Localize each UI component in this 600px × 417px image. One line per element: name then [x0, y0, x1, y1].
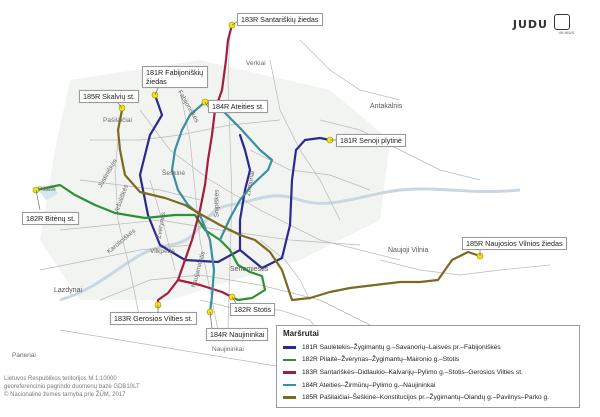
route-181R-line [138, 93, 332, 270]
label-184R-naujininkai: 184R Naujininkai [206, 328, 269, 341]
legend-item-185R: 185R Pašilaičiai–Šeškinė–Konstitucijos p… [283, 391, 573, 404]
label-182R-bitenu: 182R Bitėnų st. [22, 212, 80, 225]
legend-item-181R: 181R Saulėtekis–Žygimantų g.–Savanorių–L… [283, 341, 573, 354]
place-snipiskes: Šnipiškės [213, 189, 221, 218]
place-pilaite: Pilaitė [38, 186, 56, 193]
legend-swatch-185R [283, 396, 296, 399]
legend-item-184R: 184R Ateities–Žirmūnų–Pylimo g.–Naujinin… [283, 379, 573, 392]
label-184R-ateities: 184R Ateities st. [208, 100, 268, 113]
place-lazdynai: Lazdynai [54, 287, 83, 294]
route-185R-line [116, 108, 482, 302]
river-neris [59, 187, 521, 302]
legend-text-184R: 184R Ateities–Žirmūnų–Pylimo g.–Naujinin… [302, 381, 436, 389]
place-pasilaiciai: Pašilaičiai [103, 117, 132, 124]
legend-text-181R: 181R Saulėtekis–Žygimantų g.–Savanorių–L… [302, 343, 501, 351]
place-naujoji-vilnia: Naujoji Vilnia [388, 247, 429, 254]
label-182R-stotis: 182R Stotis [230, 303, 276, 316]
legend-text-183R: 183R Santariškės–Didlaukio–Kalvarijų–Pyl… [302, 368, 523, 376]
place-vilkpede: Vilkpėdė [150, 248, 175, 255]
place-antakalnis: Antakalnis [370, 103, 403, 110]
legend-item-183R: 183R Santariškės–Didlaukio–Kalvarijų–Pyl… [283, 366, 573, 379]
place-paneriai: Paneriai [12, 352, 36, 359]
credits-line-2: georeferencinio pagrindo duomenų bazė GD… [4, 384, 140, 390]
legend-swatch-181R [283, 346, 296, 349]
legend-swatch-182R [283, 358, 296, 362]
place-seskine: Šeškinė [162, 170, 186, 177]
place-verkiai: Verkiai [246, 60, 266, 67]
bus-routes [34, 23, 482, 314]
label-181R-fabijoniskiu: 181R Fabijoniškių žiedas [142, 66, 208, 88]
judu-logo: JUDU [512, 18, 548, 31]
label-181R-senoji-plytine: 181R Senoji plytinė [336, 134, 406, 147]
map-credits: Lietuvos Respublikos teritorijos M 1:100… [4, 375, 140, 399]
label-183R-santariskiu: 183R Santariškių žiedas [237, 13, 323, 26]
label-183R-gerosios-vilties: 183R Gerosios Vilties st. [110, 312, 197, 325]
legend-item-182R: 182R Pilaitė–Žvėrynas–Žygimantų–Maironio… [283, 354, 573, 367]
label-185R-naujosios-vilnios: 185R Naujosios Vilnios žiedas [462, 237, 567, 250]
park-area [40, 60, 390, 300]
legend: Maršrutai 181R Saulėtekis–Žygimantų g.–S… [276, 325, 580, 408]
legend-text-182R: 182R Pilaitė–Žvėrynas–Žygimantų–Maironio… [302, 356, 460, 364]
place-naujininkai: Naujininkai [212, 346, 244, 353]
legend-swatch-184R [283, 383, 296, 387]
vilnius-logo-text: VILNIUS [558, 30, 574, 35]
legend-swatch-183R [283, 371, 296, 374]
route-183R-line [156, 23, 234, 307]
legend-title: Maršrutai [283, 329, 320, 338]
credits-line-1: Lietuvos Respublikos teritorijos M 1:100… [4, 376, 117, 382]
legend-text-185R: 185R Pašilaičiai–Šeškinė–Konstitucijos p… [302, 394, 550, 402]
vilnius-logo-icon [554, 14, 570, 30]
route-182R-line [34, 183, 267, 302]
label-185R-skalviu: 185R Skalvių st. [79, 90, 139, 103]
credits-line-3: © Nacionalinė žemės tarnyba prie ŽŪM, 20… [4, 392, 126, 398]
route-184R-line [170, 100, 274, 314]
place-senamiestis: Senamiestis [230, 266, 269, 273]
